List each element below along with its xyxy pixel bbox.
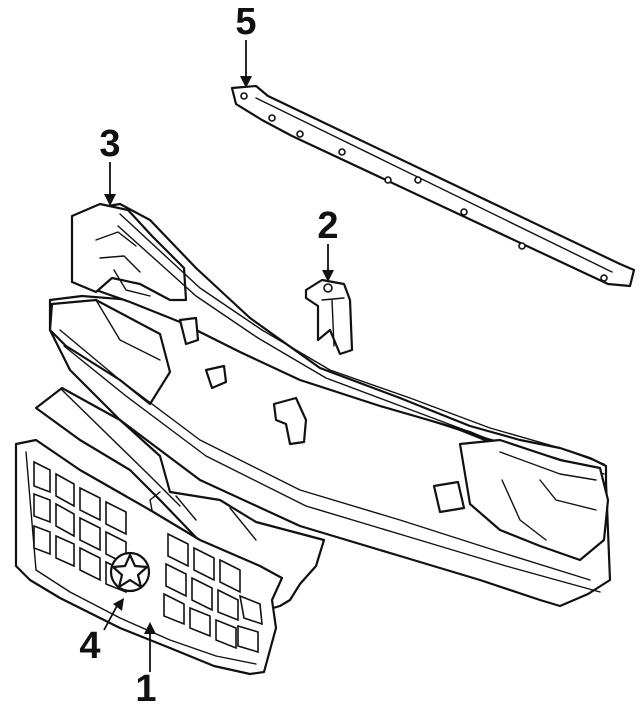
part-1-grille [14, 386, 326, 676]
tie-bar-holes [240, 92, 608, 282]
part-2-bracket [304, 278, 354, 356]
star-emblem-icon [109, 551, 151, 593]
callout-labels: 5 3 2 4 1 [79, 1, 338, 705]
leader-lines [103, 40, 334, 672]
callout-3: 3 [99, 123, 120, 165]
part-3-header-panel [48, 202, 612, 608]
callout-5: 5 [235, 1, 256, 43]
part-5-upper-tie-bar [230, 84, 636, 288]
callout-4: 4 [79, 625, 100, 667]
callout-2: 2 [317, 205, 338, 247]
grille-cells [33, 460, 263, 654]
callout-1: 1 [135, 668, 156, 705]
